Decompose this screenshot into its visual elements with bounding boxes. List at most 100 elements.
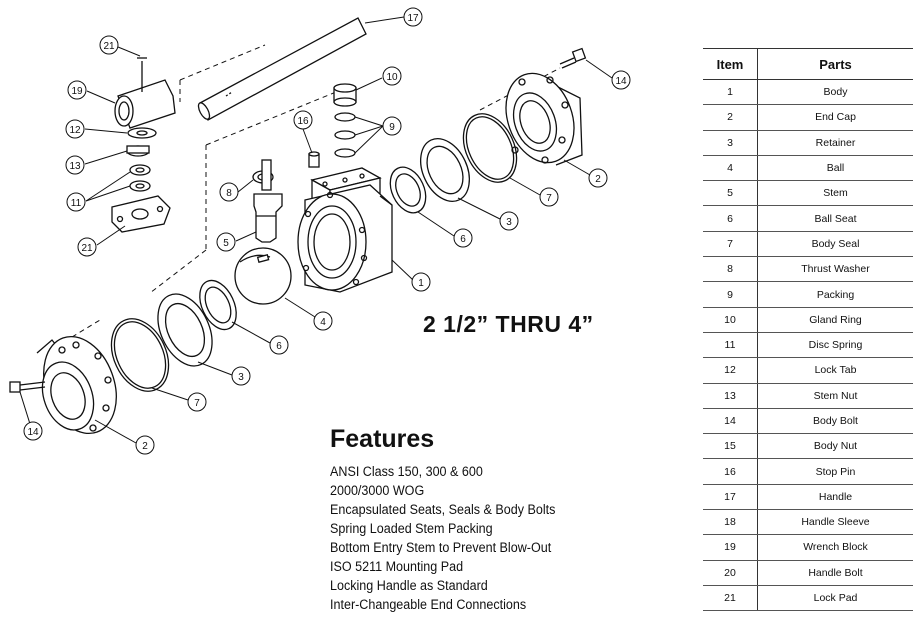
- feature-item: Spring Loaded Stem Packing: [330, 521, 493, 536]
- part-name-cell: Body Seal: [757, 231, 913, 258]
- part-name-cell: Handle Bolt: [757, 560, 913, 586]
- stem-stack-left: [126, 127, 157, 192]
- features-list: ANSI Class 150, 300 & 600 2000/3000 WOG …: [330, 462, 670, 614]
- item-number-cell: 15: [703, 433, 758, 460]
- callout-bubbles: [23, 7, 631, 455]
- part-name-cell: Retainer: [757, 130, 913, 156]
- callout-label: 3: [506, 217, 512, 228]
- leader-lines: [19, 16, 613, 444]
- callout-label: 14: [615, 76, 627, 87]
- features-heading: Features: [330, 425, 435, 453]
- part-name-cell: Stem Nut: [757, 383, 913, 409]
- item-number-cell: 14: [703, 408, 758, 435]
- left-end-cap-part: [36, 335, 117, 435]
- item-number-cell: 17: [703, 484, 758, 511]
- right-body-bolt-part: [559, 47, 587, 69]
- item-number-cell: 5: [703, 180, 758, 207]
- right-seat-stack: [389, 113, 518, 214]
- callout-label: 16: [297, 116, 309, 127]
- left-body-bolt-part: [9, 381, 46, 393]
- size-range-title: 2 1/2” THRU 4”: [423, 311, 594, 337]
- callout-label: 17: [407, 13, 419, 24]
- exploded-view-diagram: 17 21 19 12 13 11 21 16 10 9 8 5 1 14 2 …: [9, 7, 631, 455]
- handle-part: [197, 17, 367, 121]
- item-number-cell: 21: [703, 585, 758, 612]
- part-name-cell: Thrust Washer: [757, 256, 913, 283]
- callout-label: 6: [276, 341, 282, 352]
- part-name-cell: Body: [757, 79, 913, 106]
- part-name-cell: Handle Sleeve: [757, 509, 913, 536]
- part-name-cell: Disc Spring: [757, 332, 913, 359]
- callout-label: 13: [69, 161, 81, 172]
- callout-label: 7: [194, 398, 200, 409]
- callout-label: 19: [71, 86, 83, 97]
- callout-label: 1: [418, 278, 424, 289]
- stem-part: [252, 159, 283, 243]
- parts-column-header: Parts: [757, 48, 913, 80]
- item-number-cell: 2: [703, 104, 758, 131]
- item-number-cell: 3: [703, 130, 758, 156]
- callout-label: 3: [238, 372, 244, 383]
- left-seat-stack: [110, 279, 237, 392]
- stem-stack-right: [333, 83, 357, 158]
- callout-label: 4: [320, 317, 326, 328]
- lock-pad-part: [111, 195, 171, 233]
- item-number-cell: 8: [703, 256, 758, 283]
- part-name-cell: End Cap: [757, 104, 913, 131]
- callout-label: 2: [595, 174, 601, 185]
- item-number-cell: 13: [703, 383, 758, 409]
- item-number-cell: 10: [703, 307, 758, 333]
- table-header-row: Item Parts: [703, 48, 913, 80]
- part-name-cell: Body Nut: [757, 433, 913, 460]
- callout-label: 2: [142, 441, 148, 452]
- feature-item: Locking Handle as Standard: [330, 578, 488, 593]
- item-number-cell: 12: [703, 357, 758, 384]
- callout-labels: 17 21 19 12 13 11 21 16 10 9 8 5 1 14 2 …: [27, 13, 627, 452]
- feature-item: Bottom Entry Stem to Prevent Blow-Out: [330, 540, 552, 555]
- part-name-cell: Packing: [757, 281, 913, 308]
- part-name-cell: Lock Pad: [757, 585, 913, 612]
- feature-item: 2000/3000 WOG: [330, 483, 425, 498]
- item-number-cell: 18: [703, 509, 758, 536]
- item-number-cell: 1: [703, 79, 758, 106]
- body-part: [297, 167, 393, 293]
- part-name-cell: Gland Ring: [757, 307, 913, 333]
- part-name-cell: Ball Seat: [757, 205, 913, 232]
- part-name-cell: Handle: [757, 484, 913, 511]
- item-number-cell: 6: [703, 205, 758, 232]
- stop-pin-part: [308, 151, 320, 168]
- item-number-cell: 7: [703, 231, 758, 258]
- callout-label: 6: [460, 234, 466, 245]
- callout-label: 11: [71, 198, 82, 209]
- part-name-cell: Ball: [757, 155, 913, 182]
- feature-item: Encapsulated Seats, Seals & Body Bolts: [330, 502, 556, 517]
- item-number-cell: 11: [703, 332, 758, 359]
- callout-label: 14: [27, 427, 39, 438]
- part-name-cell: Stop Pin: [757, 458, 913, 485]
- feature-item: ANSI Class 150, 300 & 600: [330, 464, 483, 479]
- wrench-block-part: [114, 57, 176, 129]
- feature-item: Inter-Changeable End Connections: [330, 597, 527, 612]
- item-column-header: Item: [703, 48, 758, 80]
- callout-label: 5: [223, 238, 229, 249]
